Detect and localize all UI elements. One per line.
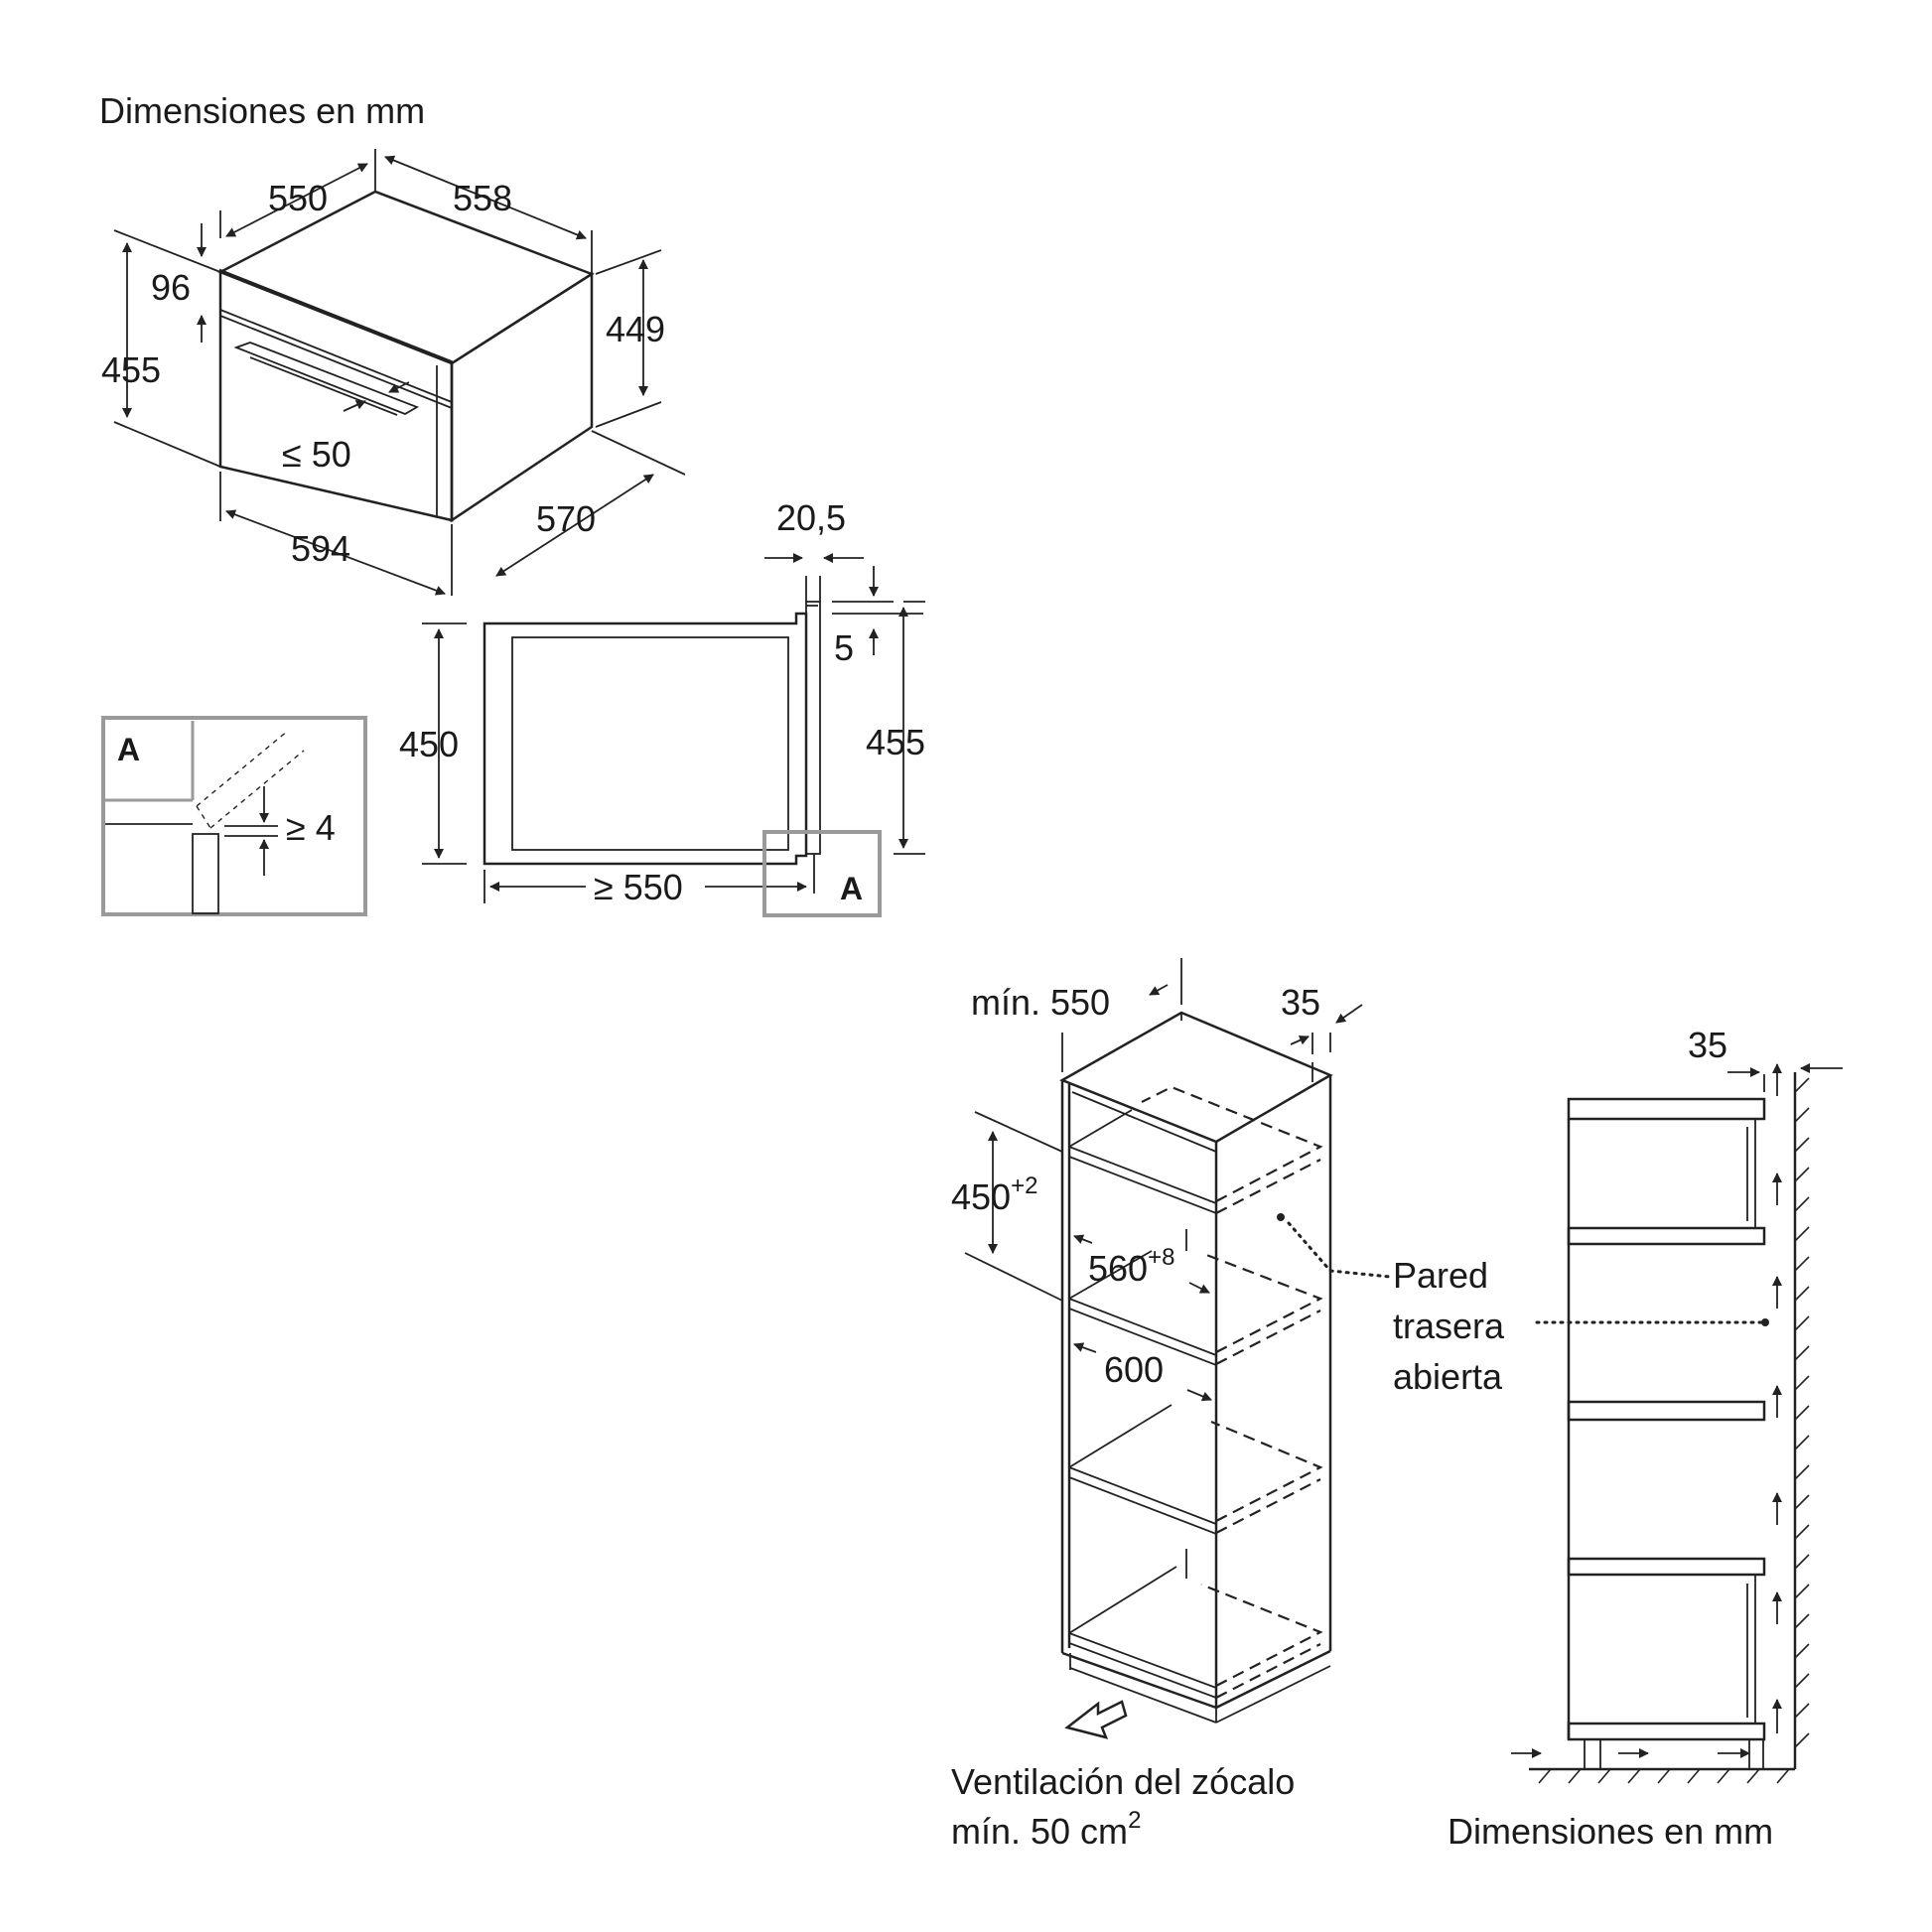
side-view: 35 Dimensiones en mm [1448,1025,1843,1852]
airflow-arrows-icon [1511,1063,1782,1758]
wall-note-line2: trasera [1393,1306,1505,1346]
callout-label-a: A [840,871,863,906]
floor-hatching [1538,1768,1790,1784]
dim-niche-width: 560+8 [1088,1244,1174,1289]
detail-callout-box [762,830,882,917]
dim-20-5: 20,5 [776,497,846,538]
dim-bottom: 594 570 [219,430,686,596]
dim-594: 594 [291,528,350,569]
appliance-title: Dimensiones en mm [99,90,425,131]
cabinet-isometric: mín. 550 35 450+2 560+8 600 Pared traser… [951,958,1505,1852]
ventilation-line1: Ventilación del zócalo [951,1761,1295,1802]
dim-niche-height: 450+2 [951,1173,1037,1217]
dim-449: 449 [606,309,665,349]
side-view-title: Dimensiones en mm [1448,1811,1773,1852]
dim-cabinet-35: 35 [1281,982,1320,1023]
section-view: 20,5 5 455 450 ≥ 550 A [399,497,925,917]
dim-top: 550 558 [219,149,593,274]
dim-handle-50: ≤ 50 [282,434,351,475]
dim-5: 5 [834,627,854,668]
ventilation-line2: mín. 50 cm2 [951,1807,1141,1852]
appliance-body [216,190,595,523]
detail-gap: ≥ 4 [286,807,336,848]
detail-label-a: A [117,732,140,767]
dim-cabinet-width: 600 [1104,1349,1164,1390]
dim-left: 455 96 [101,223,221,468]
dim-570: 570 [536,498,596,539]
wall-note-line3: abierta [1393,1356,1503,1397]
detail-a: A ≥ 4 [101,716,367,916]
dim-handle: ≤ 50 [282,381,410,475]
dim-96: 96 [151,267,191,308]
ventilation-arrow-icon [1064,1700,1128,1739]
dim-ge-550: ≥ 550 [594,867,683,907]
dim-side-35: 35 [1688,1025,1727,1065]
dim-558: 558 [453,178,512,218]
dim-455-left: 455 [101,349,161,390]
dim-right: 449 [595,249,665,428]
dim-min-550: mín. 550 [971,982,1110,1023]
wall-hatching [1794,1077,1810,1748]
dim-455-right: 455 [866,722,925,762]
wall-note-line1: Pared [1393,1255,1488,1296]
dim-450: 450 [399,724,459,764]
dim-550: 550 [268,178,328,218]
appliance-isometric: Dimensiones en mm 550 558 [99,90,686,596]
